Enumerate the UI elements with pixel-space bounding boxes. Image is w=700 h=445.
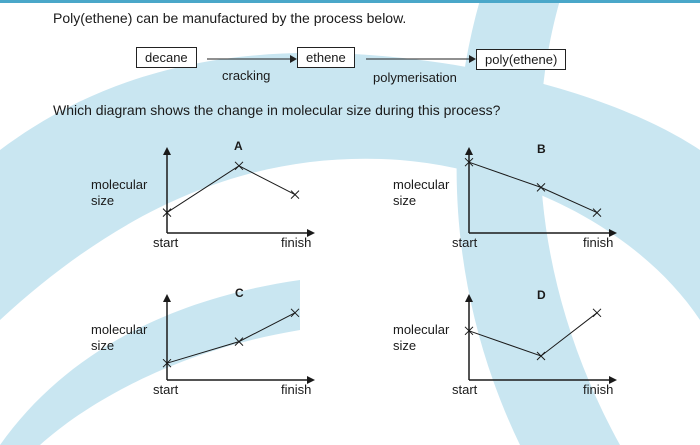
graph-plot — [162, 147, 315, 237]
series-line — [166, 165, 296, 214]
y-axis-arrow-icon — [465, 294, 473, 302]
question-text: Which diagram shows the change in molecu… — [53, 102, 501, 118]
ylabel-line2: size — [91, 193, 115, 208]
ylabel-line2: size — [393, 193, 417, 208]
data-point-cross-icon — [162, 358, 172, 368]
ylabel-line1: molecular — [393, 322, 450, 337]
data-point-cross-icon — [536, 183, 546, 192]
data-point-cross-icon — [592, 208, 602, 217]
x-axis-arrow-icon — [609, 229, 617, 237]
x-axis-arrow-icon — [307, 229, 315, 237]
graph-letter: A — [234, 139, 243, 153]
y-axis-arrow-icon — [465, 147, 473, 155]
x-finish-label: finish — [583, 382, 614, 397]
data-point-cross-icon — [290, 308, 300, 318]
x-start-label: start — [153, 235, 179, 250]
graph-plot — [464, 147, 617, 237]
top-border-line — [0, 0, 700, 3]
data-point-cross-icon — [464, 157, 474, 167]
box-polyethene: poly(ethene) — [476, 49, 567, 70]
graph-letter: D — [537, 288, 546, 302]
ylabel-line1: molecular — [91, 177, 148, 192]
x-finish-label: finish — [281, 382, 312, 397]
x-axis-arrow-icon — [609, 376, 617, 384]
step-label-cracking: cracking — [222, 68, 271, 83]
y-axis-arrow-icon — [163, 294, 171, 302]
x-start-label: start — [153, 382, 179, 397]
x-start-label: start — [452, 235, 478, 250]
x-start-label: start — [452, 382, 478, 397]
graph-plot — [464, 294, 617, 384]
x-axis-arrow-icon — [307, 376, 315, 384]
series-line — [166, 312, 296, 364]
graph-letter: B — [537, 142, 546, 156]
series-line — [468, 312, 598, 357]
data-point-cross-icon — [464, 326, 474, 336]
box-decane: decane — [136, 47, 197, 68]
x-finish-label: finish — [583, 235, 614, 250]
data-point-cross-icon — [234, 337, 244, 346]
ylabel-line2: size — [91, 338, 115, 353]
data-point-cross-icon — [290, 190, 300, 199]
y-axis-arrow-icon — [163, 147, 171, 155]
intro-text: Poly(ethene) can be manufactured by the … — [53, 10, 407, 26]
data-point-cross-icon — [162, 208, 172, 217]
graph-plot — [162, 294, 315, 384]
ylabel-line1: molecular — [91, 322, 148, 337]
graph-letter: C — [235, 286, 244, 300]
x-finish-label: finish — [281, 235, 312, 250]
data-point-cross-icon — [592, 308, 602, 318]
series-line — [468, 161, 598, 214]
ylabel-line1: molecular — [393, 177, 450, 192]
data-point-cross-icon — [536, 351, 546, 361]
ylabel-line2: size — [393, 338, 417, 353]
box-ethene: ethene — [297, 47, 355, 68]
step-label-polymerisation: polymerisation — [373, 70, 457, 85]
data-point-cross-icon — [234, 161, 244, 171]
